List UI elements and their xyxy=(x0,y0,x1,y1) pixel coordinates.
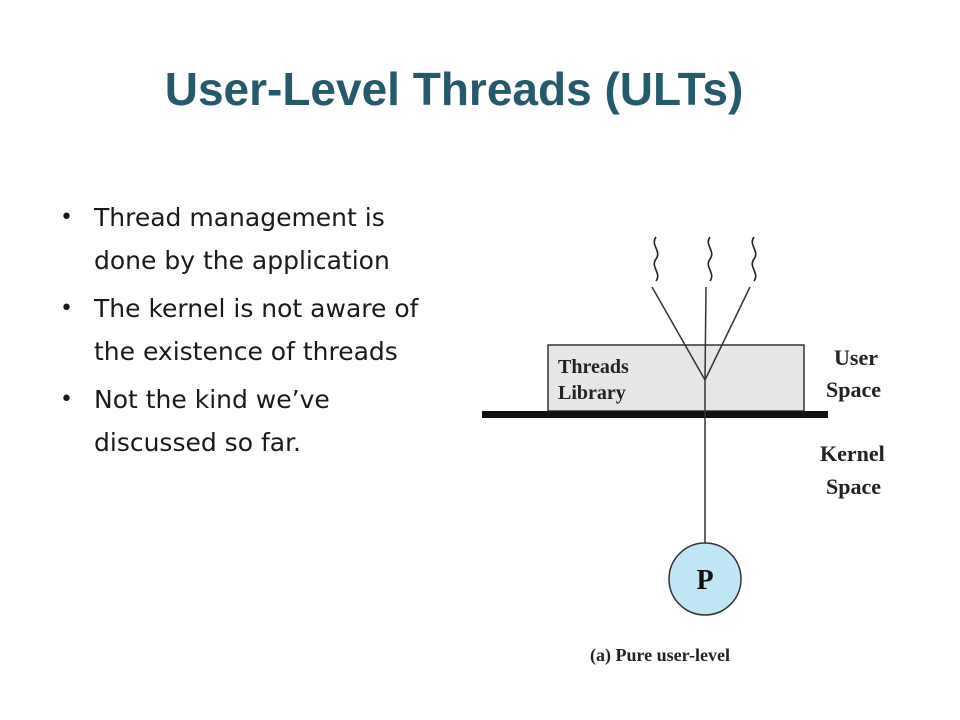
bullet-item: • Thread management is done by the applic… xyxy=(58,196,438,282)
diagram-caption: (a) Pure user-level xyxy=(590,645,730,666)
threads-library-box xyxy=(547,344,805,412)
bullet-list: • Thread management is done by the applic… xyxy=(58,196,438,469)
user-space-label-2: Space xyxy=(826,377,881,402)
threads-library-label-2: Library xyxy=(558,382,626,404)
ult-diagram: Threads Library P User Space Kernel Spac… xyxy=(482,236,885,666)
user-space-label-1: User xyxy=(834,345,878,370)
bullet-icon: • xyxy=(60,296,73,321)
bullet-icon: • xyxy=(60,205,73,230)
bullet-icon: • xyxy=(60,387,73,412)
bullet-text: Not the kind we’ve discussed so far. xyxy=(94,385,330,457)
kernel-space-label-2: Space xyxy=(826,474,881,499)
bullet-item: • The kernel is not aware of the existenc… xyxy=(58,287,438,373)
threads-library-label-1: Threads xyxy=(558,356,629,378)
bullet-text: Thread management is done by the applica… xyxy=(94,203,390,275)
thread-line-right xyxy=(704,286,751,381)
user-kernel-boundary xyxy=(482,411,828,418)
thread-line-center xyxy=(704,286,707,381)
kernel-space-label-1: Kernel xyxy=(820,441,885,466)
bullet-text: The kernel is not aware of the existence… xyxy=(94,294,419,366)
thread-line-left xyxy=(651,286,706,381)
thread-squiggle-1 xyxy=(653,236,659,282)
bullet-item: • Not the kind we’ve discussed so far. xyxy=(58,378,438,464)
thread-squiggle-2 xyxy=(707,236,713,282)
thread-squiggle-3 xyxy=(751,236,757,282)
slide-title: User-Level Threads (ULTs) xyxy=(164,63,744,115)
process-label: P xyxy=(696,565,713,596)
process-circle xyxy=(668,542,742,616)
